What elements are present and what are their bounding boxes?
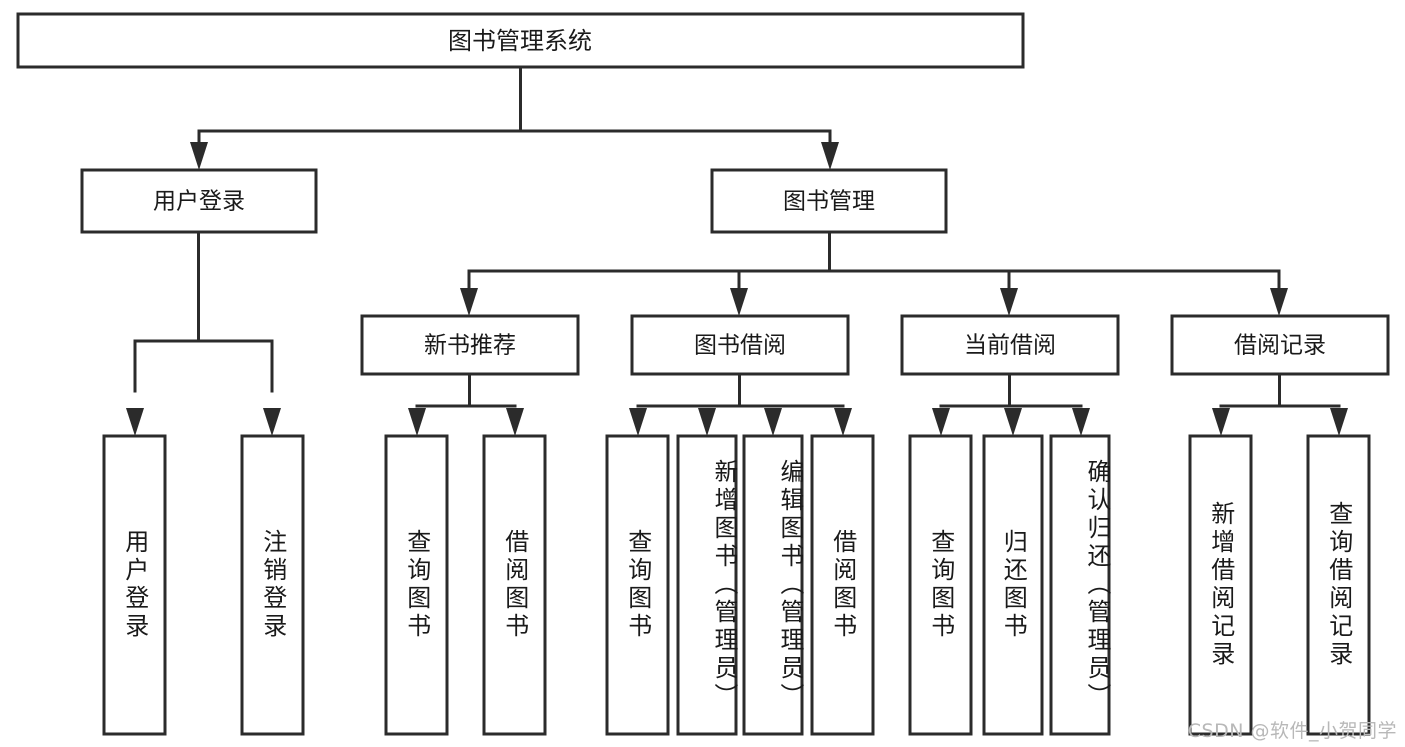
node-borrow-record-box[interactable]	[1170, 314, 1390, 376]
node-current-borrow[interactable]: 当前借阅	[900, 314, 1120, 376]
node-user-login-label: 用户登录	[153, 189, 245, 215]
arrowhead-leaf-query-book-1	[408, 408, 426, 436]
connector-layer	[126, 65, 1348, 436]
leaf-box-query-book-1[interactable]	[384, 434, 449, 736]
arrowhead-leaf-borrow-book-1	[506, 408, 524, 436]
arrowhead-leaf-return-book	[1004, 408, 1022, 436]
node-current-borrow-label: 当前借阅	[964, 333, 1056, 359]
arrowhead-borrow-record	[1270, 288, 1288, 316]
arrowhead-leaf-confirm-return	[1072, 408, 1090, 436]
leaf-box-borrow-book-2[interactable]	[810, 434, 875, 736]
connector-userlogin-bus-right	[197, 339, 274, 393]
node-root-label: 图书管理系统	[448, 27, 592, 55]
node-book-borrow-label: 图书借阅	[694, 333, 786, 359]
arrowhead-borrow	[730, 288, 748, 316]
leaf-box-query-record[interactable]	[1306, 434, 1371, 736]
node-user-login-box[interactable]	[80, 168, 318, 234]
node-book-management-label: 图书管理	[783, 189, 875, 215]
node-user-login[interactable]: 用户登录	[80, 168, 318, 234]
node-book-management[interactable]: 图书管理	[710, 168, 948, 234]
node-root-box[interactable]	[16, 12, 1025, 69]
node-current-borrow-box[interactable]	[900, 314, 1120, 376]
arrowhead-current-borrow	[1000, 288, 1018, 316]
node-borrow-record-label: 借阅记录	[1234, 333, 1326, 359]
arrowhead-leaf-query-book-2	[629, 408, 647, 436]
leaf-box-query-book-3[interactable]	[908, 434, 973, 736]
node-new-book-recommend-box[interactable]	[360, 314, 580, 376]
arrowhead-user-login	[190, 142, 208, 170]
arrowhead-leaf-borrow-book-2	[834, 408, 852, 436]
node-new-book-recommend[interactable]: 新书推荐	[360, 314, 580, 376]
node-new-book-recommend-label: 新书推荐	[424, 333, 516, 359]
leaf-box-borrow-book-1[interactable]	[482, 434, 547, 736]
node-borrow-record[interactable]: 借阅记录	[1170, 314, 1390, 376]
leaf-box-return-book[interactable]	[982, 434, 1044, 736]
csdn-watermark: CSDN @软件_小贺同学	[1187, 720, 1397, 742]
leaf-box-add-record[interactable]	[1188, 434, 1253, 736]
leaf-boxes-layer	[102, 434, 1371, 736]
arrowhead-leaf-query-book-3	[932, 408, 950, 436]
leaf-box-logout[interactable]	[240, 434, 305, 736]
arrowhead-leaf-user-login	[126, 408, 144, 436]
arrowhead-book-mgmt	[821, 142, 839, 170]
arrowhead-leaf-add-book	[698, 408, 716, 436]
connector-userlogin-trunk	[133, 230, 200, 393]
leaf-box-query-book-2[interactable]	[605, 434, 670, 736]
node-book-borrow-box[interactable]	[630, 314, 850, 376]
leaf-box-confirm-return[interactable]	[1049, 434, 1111, 736]
leaf-box-user-login[interactable]	[102, 434, 167, 736]
node-book-borrow[interactable]: 图书借阅	[630, 314, 850, 376]
arrowhead-leaf-add-record	[1212, 408, 1230, 436]
arrowhead-leaf-edit-book	[764, 408, 782, 436]
arrowhead-leaf-logout	[263, 408, 281, 436]
leaf-box-edit-book[interactable]	[742, 434, 804, 736]
arrowhead-leaf-query-record	[1330, 408, 1348, 436]
arrowhead-new-book	[460, 288, 478, 316]
node-root[interactable]: 图书管理系统	[16, 12, 1025, 69]
node-book-management-box[interactable]	[710, 168, 948, 234]
leaf-box-add-book[interactable]	[676, 434, 738, 736]
